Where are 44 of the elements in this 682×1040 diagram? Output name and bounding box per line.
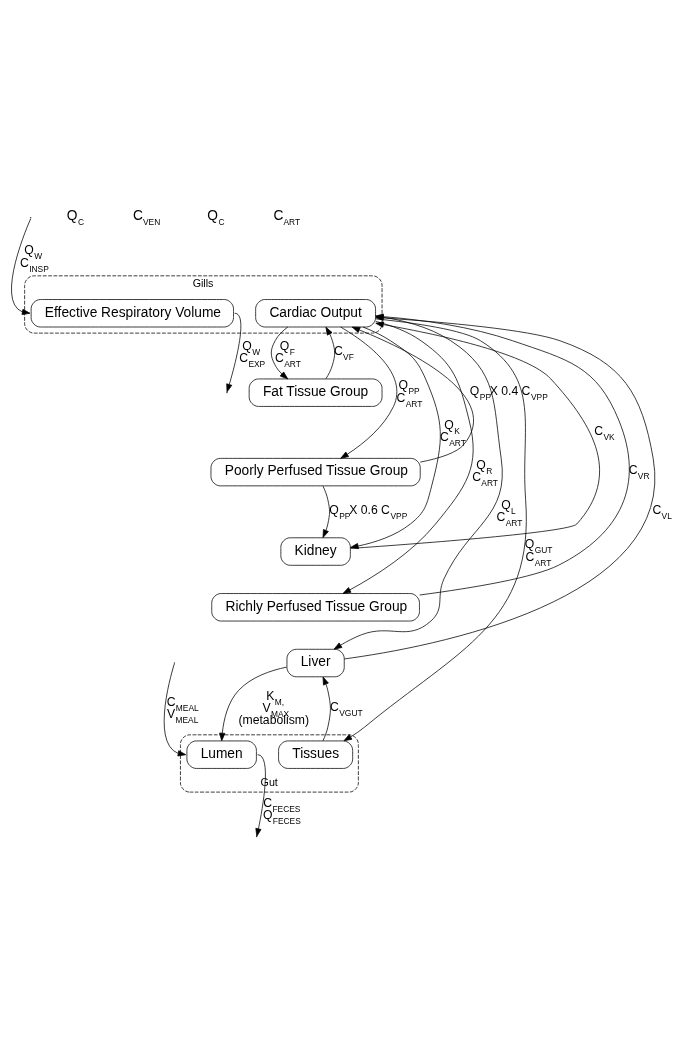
edge-label: Q$_{PP}$X 0.4 C$_{VPP}$: [469, 383, 548, 402]
arrow: [255, 753, 266, 837]
node-box: Liver: [286, 648, 345, 677]
arrow: [270, 326, 289, 379]
arrow: [322, 485, 330, 538]
arrow: [342, 320, 474, 594]
label: Q$_{C}$: [207, 207, 225, 227]
edge-label: C$_{MEAL}$ V$_{MEAL}$: [166, 694, 199, 725]
edge-label: Q$_{PP}$ C$_{ART}$: [396, 377, 423, 409]
edge-label: Q$_{F}$ C$_{ART}$: [275, 338, 301, 369]
edge-label: Q$_{R}$ C$_{ART}$: [472, 457, 498, 488]
label: C$_{ART}$: [273, 207, 301, 227]
edge-label: C$_{VK}$: [594, 423, 615, 442]
node-box: Poorly Perfused Tissue Group: [210, 457, 421, 486]
label: C$_{VEN}$: [133, 207, 161, 227]
node-box: Cardiac Output: [255, 298, 376, 327]
edge-label: Q$_{PP}$X 0.6 C$_{VPP}$: [329, 502, 408, 521]
arrow: [343, 317, 527, 741]
edge-label: Q$_{GUT}$ C$_{ART}$: [524, 536, 553, 568]
arrow: [340, 326, 398, 459]
arrow: [322, 676, 331, 741]
node-box: Richly Perfused Tissue Group: [211, 592, 420, 621]
edge-label: C$_{VR}$: [628, 462, 650, 481]
edge-label: Q$_{W}$ C$_{INSP}$: [20, 242, 49, 274]
edge-label: C$_{VL}$: [652, 502, 672, 521]
node-box: Lumen: [186, 740, 257, 769]
node-box: Effective Respiratory Volume: [30, 298, 234, 327]
arrow: [351, 326, 474, 462]
edge-label: Q$_{W}$ C$_{EXP}$: [239, 338, 266, 369]
edge-label: Q$_{L}$ C$_{ART}$: [496, 497, 523, 528]
arrow: [226, 312, 242, 392]
label: Q$_{C}$: [66, 207, 85, 227]
arrow: [11, 217, 32, 315]
edge-label: C$_{VF}$: [333, 343, 354, 362]
node-box: Fat Tissue Group: [248, 378, 383, 407]
edge-label: C$_{VGUT}$: [330, 699, 363, 718]
edge-label: K$_{M,}$ V$_{MAX}$ (metabolism): [238, 688, 309, 727]
edge-label: C$_{FECES}$ Q$_{FECES}$: [262, 795, 301, 826]
node-box: Kidney: [280, 536, 351, 566]
edge-label: Q$_{K}$ C$_{ART}$: [440, 417, 466, 448]
arrow: [163, 663, 187, 756]
arrow: [219, 666, 288, 741]
node-box: Tissues: [278, 740, 353, 769]
arrow: [325, 326, 336, 379]
